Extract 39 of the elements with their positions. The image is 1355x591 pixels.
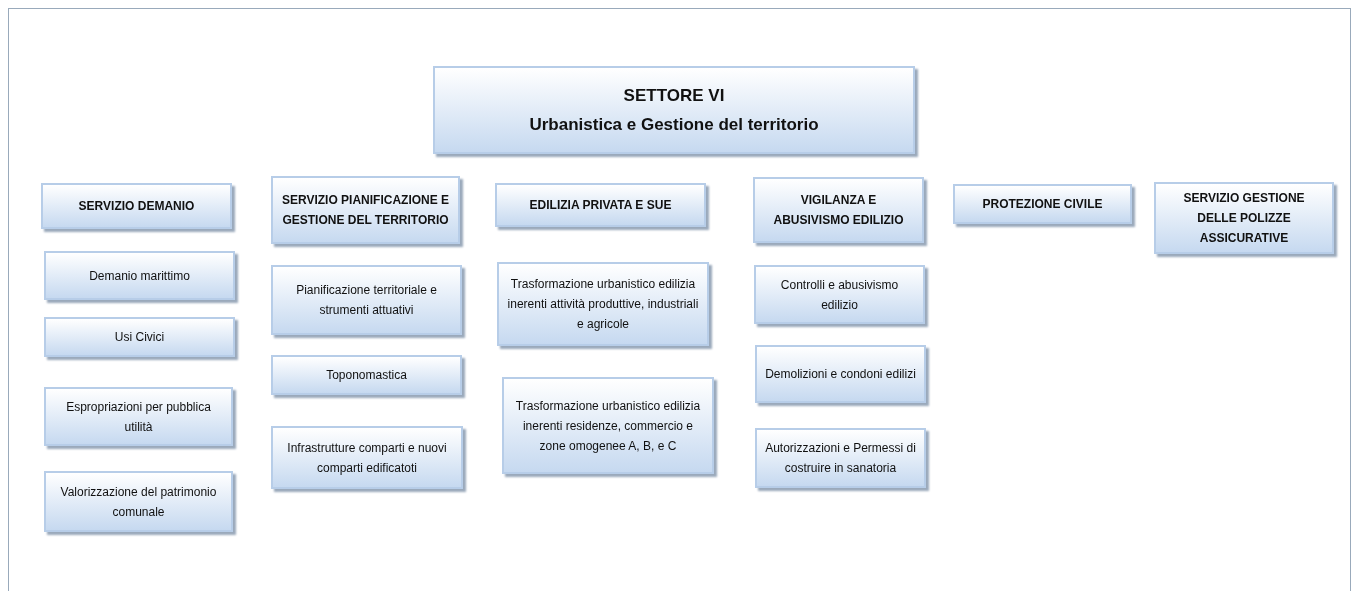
service-box bbox=[41, 183, 232, 229]
box-label: SERVIZIO DEMANIO bbox=[78, 198, 195, 215]
service-box bbox=[1154, 182, 1334, 254]
sector-subtitle: Urbanistica e Gestione del territorio bbox=[529, 114, 819, 136]
task-box bbox=[44, 317, 235, 357]
box-label: Espropriazioni per pubblica utilità bbox=[65, 398, 212, 436]
box-label: Infrastrutture comparti e nuovi comparti edificatoti bbox=[286, 439, 448, 477]
sector-title: SETTORE VI bbox=[623, 85, 725, 107]
sector-box bbox=[433, 66, 915, 154]
box-label: PROTEZIONE CIVILE bbox=[982, 196, 1103, 213]
box-label: VIGILANZA E ABUSIVISMO EDILIZIO bbox=[772, 192, 905, 229]
box-label: Toponomastica bbox=[326, 367, 407, 384]
box-label: Demolizioni e condoni edilizi bbox=[765, 366, 916, 383]
box-label: Valorizzazione del patrimonio comunale bbox=[59, 483, 218, 521]
task-box bbox=[755, 345, 926, 403]
box-label: Usi Civici bbox=[114, 329, 165, 346]
task-box bbox=[44, 471, 233, 532]
task-box bbox=[497, 262, 709, 346]
task-box bbox=[502, 377, 714, 474]
service-box bbox=[495, 183, 706, 227]
box-label: Controlli e abusivismo edilizio bbox=[779, 276, 900, 314]
box-label: Demanio marittimo bbox=[89, 267, 190, 285]
box-label: Pianificazione territoriale e strumenti attuativi bbox=[295, 282, 438, 319]
box-label: Trasformazione urbanistico edilizia inerenti attività produttive, industriali e agricole bbox=[507, 276, 699, 333]
box-label: Autorizzazioni e Permessi di costruire in sanatoria bbox=[765, 440, 916, 477]
task-box bbox=[271, 355, 462, 395]
task-box bbox=[271, 426, 463, 489]
box-label: SERVIZIO PIANIFICAZIONE E GESTIONE DEL TERRITORIO bbox=[281, 192, 450, 229]
service-box bbox=[953, 184, 1132, 224]
task-box bbox=[44, 387, 233, 446]
service-box bbox=[753, 177, 924, 243]
box-label: SERVIZIO GESTIONE DELLE POLIZZE ASSICURATIVE bbox=[1182, 190, 1306, 247]
service-box bbox=[271, 176, 460, 244]
task-box bbox=[44, 251, 235, 300]
task-box bbox=[271, 265, 462, 335]
box-label: EDILIZIA PRIVATA E SUE bbox=[529, 197, 672, 214]
task-box bbox=[755, 428, 926, 488]
task-box bbox=[754, 265, 925, 324]
box-label: Trasformazione urbanistico edilizia inerenti residenze, commercio e zone omogenee A, B, e C bbox=[514, 397, 702, 455]
